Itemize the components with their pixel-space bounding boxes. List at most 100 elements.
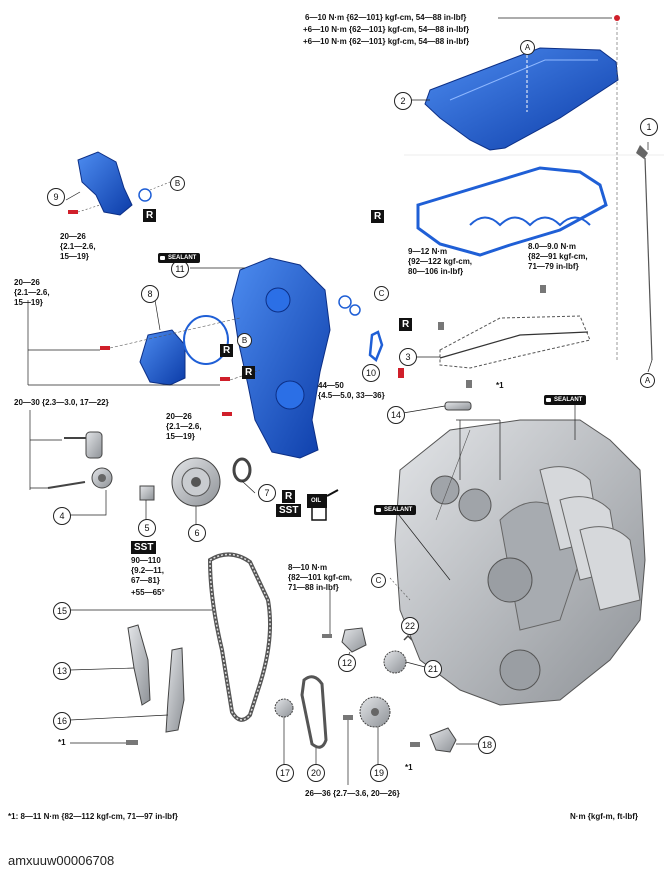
oil-level-gauge (636, 142, 653, 373)
crankshaft-pulley (171, 457, 221, 525)
callout-4: 4 (53, 507, 71, 525)
torque-star1-16: *1 (58, 738, 66, 747)
torque-bracket-9-line1: 20—26 (60, 232, 86, 241)
torque-head-cover-1: 6—10 N·m {62—101} kgf-cm, 54—88 in-lbf} (305, 13, 467, 22)
cover-plate-18 (410, 727, 478, 753)
ref-letter-b-cover: B (237, 333, 252, 348)
callout-17: 17 (276, 764, 294, 782)
oil-pump-chain-tensioner (322, 590, 367, 661)
timing-chain-cover (190, 257, 361, 459)
callout-13: 13 (53, 662, 71, 680)
torque-cover-mid-line2: {2.1—2.6, (166, 422, 202, 431)
oil-can-icon (307, 489, 339, 521)
sealant-icon-front: SEALANT (374, 505, 417, 515)
water-outlet-gasket (368, 330, 404, 378)
oil-can-label: OIL (311, 498, 321, 504)
timing-chain (70, 552, 273, 722)
crankshaft-pulley-bolt (139, 485, 155, 520)
balancer-sprocket (343, 696, 391, 785)
badge-r-bracket: R (143, 209, 157, 222)
torque-cover-10-line2: {4.5—5.0, 33—36} (318, 391, 385, 400)
torque-cover-left-line3: 15—19} (14, 298, 43, 307)
units-note: N·m {kgf-m, ft-lbf} (570, 812, 638, 821)
sealant-icon-engine: SEALANT (544, 395, 587, 405)
callout-3: 3 (399, 348, 417, 366)
water-pump (139, 299, 229, 386)
engine-block (389, 400, 646, 706)
torque-cover-left-line2: {2.1—2.6, (14, 288, 50, 297)
oil-pump-chain (300, 675, 328, 765)
oil-control-valve (402, 380, 472, 414)
footnote: *1: 8—11 N·m {82—112 kgf-cm, 71—97 in-lb… (8, 812, 178, 821)
callout-2: 2 (394, 92, 412, 110)
badge-r-gasket: R (371, 210, 385, 223)
torque-head-cover-2: +6—10 N·m {62—101} kgf-cm, 54—88 in-lbf} (303, 25, 470, 34)
ref-letter-b-bracket: B (170, 176, 185, 191)
callout-16: 16 (53, 712, 71, 730)
head-cover-gasket (416, 166, 608, 257)
ref-letter-a-gauge: A (640, 373, 655, 388)
callout-19: 19 (370, 764, 388, 782)
tensioner-arm (69, 624, 151, 706)
oil-pump-sprocket (383, 650, 426, 674)
harness-bracket (415, 285, 591, 369)
torque-tensioner-4: 20—30 {2.3—3.0, 17—22} (14, 398, 109, 407)
bolt-leaders (27, 300, 261, 490)
torque-idler-12-line1: 8—10 N·m (288, 563, 328, 572)
badge-sst-pulley: SST (131, 541, 157, 554)
torque-harness-right-line3: 71—79 in-lbf} (528, 262, 579, 271)
callout-1: 1 (640, 118, 658, 136)
torque-cover-left-line1: 20—26 (14, 278, 40, 287)
ref-letter-c-cover: C (374, 286, 389, 301)
cylinder-head-cover (410, 47, 619, 151)
sealant-icon-cover: SEALANT (158, 253, 201, 263)
badge-r-water-pump: R (220, 344, 234, 357)
torque-head-cover-3: +6—10 N·m {62—101} kgf-cm, 54—88 in-lbf} (303, 37, 470, 46)
torque-cover-mid-line1: 20—26 (166, 412, 192, 421)
ref-letter-c-engine: C (371, 573, 386, 588)
torque-bracket-9-line3: 15—19} (60, 252, 89, 261)
torque-pulley-5-line2: {9.2—11, (131, 566, 164, 575)
callout-14: 14 (387, 406, 405, 424)
badge-r-cover-seal: R (399, 318, 413, 331)
callout-20: 20 (307, 764, 325, 782)
torque-star1-14: *1 (496, 381, 504, 390)
torque-pulley-5-line1: 90—110 (131, 556, 161, 565)
chain-guide (69, 647, 185, 745)
callout-8: 8 (141, 285, 159, 303)
callout-11: 11 (171, 260, 189, 278)
callout-6: 6 (188, 524, 206, 542)
torque-cover-mid-line3: 15—19} (166, 432, 195, 441)
torque-sprocket-19: 26—36 {2.7—3.6, 20—26} (305, 789, 400, 798)
figure-id: amxuuw00006708 (8, 853, 115, 868)
crankshaft-sprocket (274, 698, 294, 765)
torque-pulley-5-line3: 67—81} (131, 576, 160, 585)
callout-22: 22 (401, 617, 419, 635)
torque-cover-10-line1: 44—50 (318, 381, 344, 390)
callout-18: 18 (478, 736, 496, 754)
callout-21: 21 (424, 660, 442, 678)
torque-idler-12-line3: 71—88 in-lbf} (288, 583, 339, 592)
callout-15: 15 (53, 602, 71, 620)
badge-r-cover-bolt: R (242, 366, 256, 379)
drive-belt-auto-tensioner (47, 431, 113, 516)
torque-harness-left-line2: {92—122 kgf-cm, (408, 257, 473, 266)
badge-sst-oil-seal: SST (276, 504, 302, 517)
engine-bracket (65, 151, 171, 216)
front-oil-seal (232, 457, 256, 494)
torque-harness-left-line1: 9—12 N·m (408, 247, 448, 256)
callout-12: 12 (338, 654, 356, 672)
torque-star1-18: *1 (405, 763, 413, 772)
ref-letter-a-top: A (520, 40, 535, 55)
callout-7: 7 (258, 484, 276, 502)
callout-10: 10 (362, 364, 380, 382)
badge-r-oil-seal: R (282, 490, 296, 503)
callout-9: 9 (47, 188, 65, 206)
torque-bracket-9-line2: {2.1—2.6, (60, 242, 96, 251)
torque-harness-right-line1: 8.0—9.0 N·m (528, 242, 577, 251)
torque-harness-left-line3: 80—106 in-lbf} (408, 267, 464, 276)
torque-pulley-5-line4: +55—65° (131, 588, 165, 597)
callout-5: 5 (138, 519, 156, 537)
torque-idler-12-line2: {82—101 kgf-cm, (288, 573, 353, 582)
